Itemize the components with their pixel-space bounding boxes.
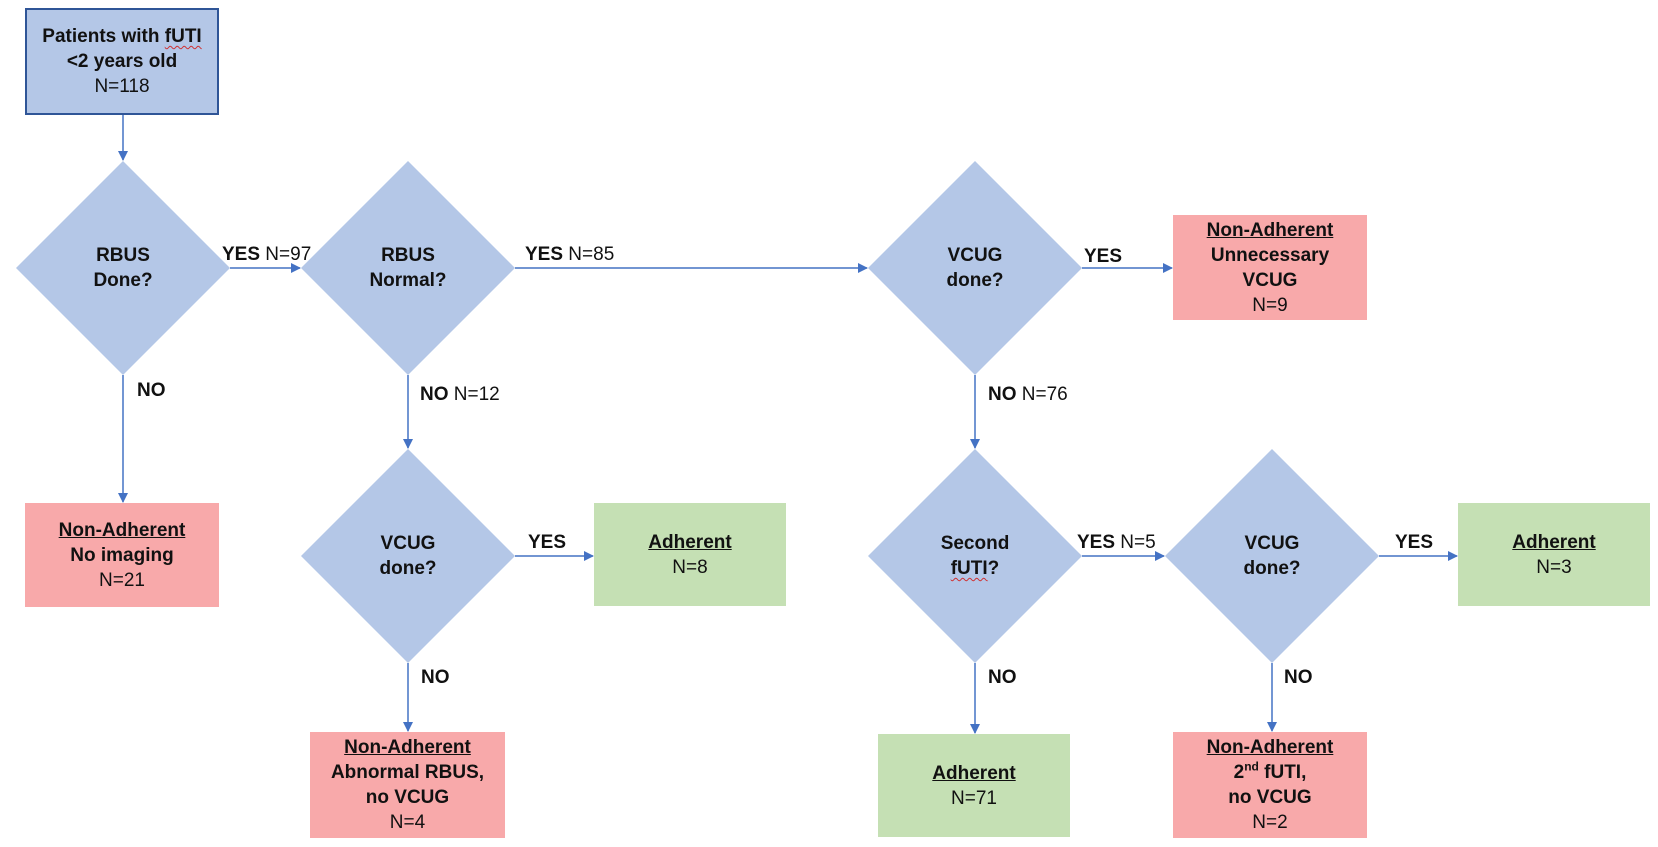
decision-second-futi-shape [868, 449, 1082, 663]
outcome-count: N=21 [99, 569, 145, 591]
decision-rbus-done-shape [16, 161, 230, 375]
outcome-title: Adherent [932, 762, 1016, 784]
outcome-count: N=71 [951, 787, 997, 809]
edge-label-rbus-done-yes: YES N=97 [222, 244, 312, 265]
start-title-line1: Patients with fUTI [42, 26, 202, 47]
outcome-adherent-71: Adherent N=71 [878, 734, 1070, 837]
outcome-detail: No imaging [70, 544, 174, 566]
edge-label-vcug3-yes: YES [1395, 532, 1434, 553]
edge-label-second-no: NO [988, 667, 1017, 688]
outcome-title: Non-Adherent [1206, 219, 1334, 241]
edge-label-vcug1-yes: YES [1084, 246, 1123, 267]
outcome-detail: Unnecessary [1210, 244, 1330, 266]
outcome-detail: Abnormal RBUS, [330, 762, 485, 783]
edge-label-vcug1-no: NO N=76 [988, 384, 1068, 405]
outcome-count: N=4 [389, 812, 426, 833]
start-count: N=118 [94, 76, 150, 97]
edge-label-vcug3-no: NO [1284, 667, 1313, 688]
outcome-title: Adherent [1512, 531, 1596, 553]
outcome-title: Adherent [648, 531, 732, 553]
outcome-title: Non-Adherent [344, 737, 471, 758]
outcome-count: N=3 [1536, 556, 1572, 578]
edge-label-rbus-normal-yes: YES N=85 [525, 244, 615, 265]
decision-second-futi-label: Second fUTI? [940, 533, 1010, 579]
edge-label-vcug2-no: NO [421, 667, 450, 688]
decision-rbus-normal-shape [301, 161, 515, 375]
decision-vcug-3-shape [1165, 449, 1379, 663]
outcome-detail: VCUG [1242, 269, 1298, 291]
outcome-second-futi-no-vcug: Non-Adherent 2nd fUTI, no VCUG N=2 [1173, 732, 1367, 838]
outcome-adherent-8: Adherent N=8 [594, 503, 786, 606]
outcome-no-imaging: Non-Adherent No imaging N=21 [25, 503, 219, 607]
edge-label-vcug2-yes: YES [528, 532, 567, 553]
outcome-count: N=2 [1252, 812, 1288, 833]
start-box: Patients with fUTI <2 years old N=118 [25, 8, 219, 115]
outcome-unnecessary-vcug: Non-Adherent Unnecessary VCUG N=9 [1173, 215, 1367, 320]
outcome-detail: no VCUG [365, 787, 450, 808]
outcome-title: Non-Adherent [1206, 737, 1334, 758]
edge-label-rbus-normal-no: NO N=12 [420, 384, 500, 405]
outcome-count: N=8 [672, 556, 708, 578]
decision-vcug-1-shape [868, 161, 1082, 375]
outcome-title: Non-Adherent [58, 519, 186, 541]
start-title-line2: <2 years old [66, 51, 178, 72]
outcome-count: N=9 [1252, 294, 1288, 316]
decision-vcug-2-shape [301, 449, 515, 663]
edge-label-rbus-done-no: NO [137, 380, 166, 401]
outcome-detail: 2nd fUTI, [1233, 759, 1307, 783]
outcome-detail: no VCUG [1228, 787, 1312, 808]
outcome-adherent-3: Adherent N=3 [1458, 503, 1650, 606]
edge-label-second-yes: YES N=5 [1077, 532, 1156, 553]
outcome-abnormal-rbus: Non-Adherent Abnormal RBUS, no VCUG N=4 [310, 732, 505, 838]
